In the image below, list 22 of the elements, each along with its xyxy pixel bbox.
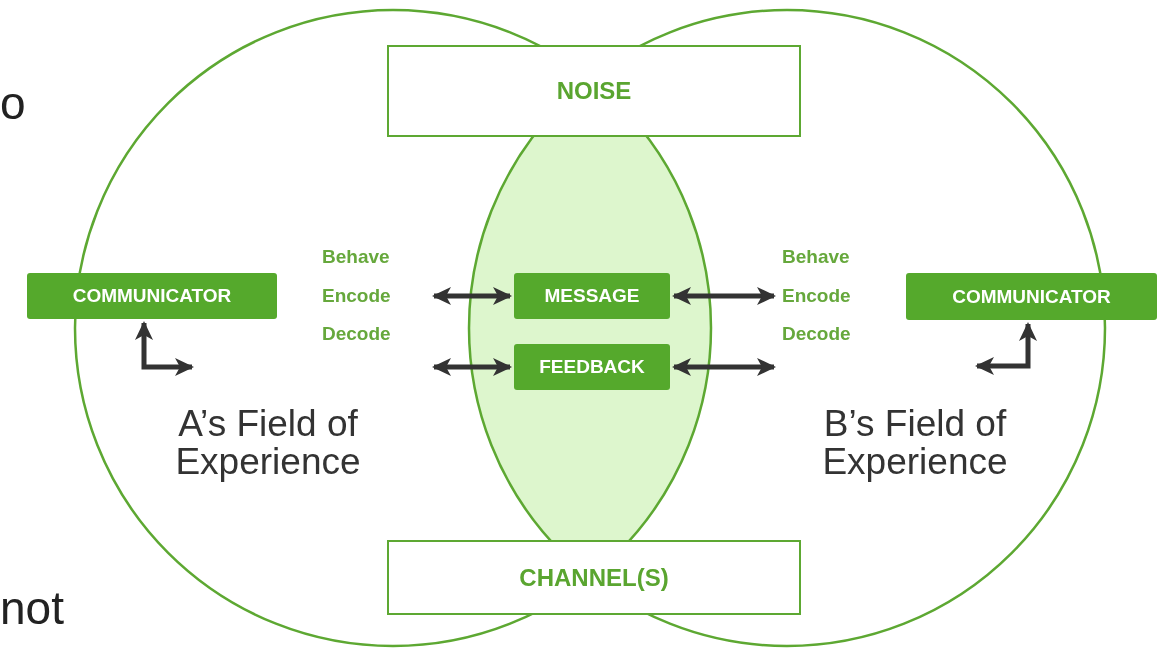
double-arrow: [432, 287, 512, 305]
double-arrow: [672, 358, 776, 376]
slide-text-fragment: o: [0, 80, 26, 126]
step-label: Decode: [321, 322, 392, 346]
label-box: COMMUNICATOR: [906, 273, 1157, 320]
label-box: COMMUNICATOR: [27, 273, 277, 319]
step-label: Behave: [781, 245, 851, 269]
label-box: NOISE: [387, 45, 801, 137]
step-label: Behave: [321, 245, 391, 269]
bent-arrow: [975, 322, 1037, 375]
slide-text-fragment: not: [0, 585, 64, 631]
double-arrow: [432, 358, 512, 376]
double-arrow: [672, 287, 776, 305]
step-label: Decode: [781, 322, 852, 346]
step-label: Encode: [781, 283, 852, 308]
label-box: FEEDBACK: [514, 344, 670, 390]
label-box: MESSAGE: [514, 273, 670, 319]
field-label: A’s Field of Experience: [174, 405, 362, 484]
field-label: B’s Field of Experience: [821, 405, 1009, 484]
bent-arrow: [135, 321, 194, 376]
label-box: CHANNEL(S): [387, 540, 801, 615]
step-label: Encode: [321, 283, 392, 308]
